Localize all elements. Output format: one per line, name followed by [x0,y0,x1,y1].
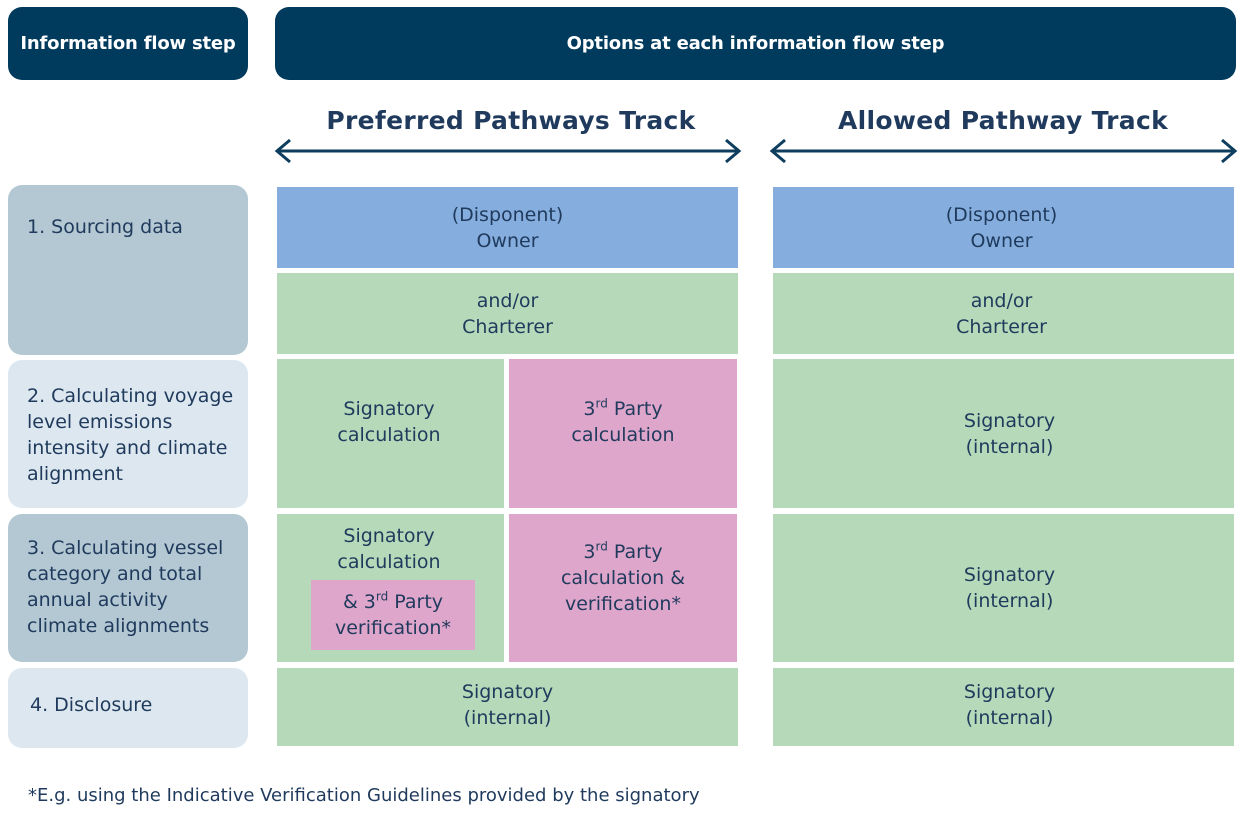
step-label: 2. Calculating voyage level emissions in… [27,385,234,485]
cell-line: Signatory [461,680,554,703]
step-2-calculating-voyage: 2. Calculating voyage level emissions in… [8,360,248,508]
cell-line: and/or [970,289,1033,312]
allowed-step4-cell: Signatory (internal) [773,668,1234,746]
preferred-step3-verification-box: & 3rd Party verification* [311,580,475,650]
cell-line: and/or [476,289,539,312]
cell-line: (Disponent) [451,203,564,226]
cell-line: calculation [337,423,441,446]
step-label: 4. Disclosure [30,694,153,716]
cell-line: Signatory [963,564,1056,586]
preferred-owner-cell: (Disponent) Owner [277,187,738,268]
step-3-calculating-vessel: 3. Calculating vessel category and total… [8,514,248,662]
track-title-allowed: Allowed Pathway Track [837,106,1169,135]
cell-line: calculation [337,551,441,573]
cell-line: (internal) [463,706,552,729]
preferred-step2-signatory-cell: Signatory calculation [277,359,504,508]
cell-line: Charterer [956,315,1047,338]
cell-line: calculation [571,423,675,446]
preferred-step4-cell: Signatory (internal) [277,668,738,746]
cell-line: calculation & [560,567,686,589]
preferred-charterer-cell: and/or Charterer [277,273,738,354]
allowed-step3-cell: Signatory (internal) [773,514,1234,662]
step-label: 1. Sourcing data [27,216,183,238]
double-arrow-icon [769,138,1238,164]
cell-line: Owner [970,229,1033,252]
header-information-flow-step: Information flow step [8,7,248,80]
step-label: 3. Calculating vessel category and total… [27,537,224,637]
footnote: *E.g. using the Indicative Verification … [28,785,700,806]
allowed-step2-cell: Signatory (internal) [773,359,1234,508]
step-1-sourcing-data: 1. Sourcing data [8,185,248,355]
step-4-disclosure: 4. Disclosure [8,668,248,748]
preferred-step3-third-party-cell: 3rd Party calculation & verification* [509,514,737,662]
allowed-charterer-cell: and/or Charterer [773,273,1234,354]
cell-line: Signatory [963,680,1056,703]
cell-line: Signatory [343,397,435,420]
double-arrow-icon [274,138,742,164]
cell-line: 3rd Party [583,539,663,563]
header-options: Options at each information flow step [275,7,1236,80]
cell-line: Signatory [963,409,1056,432]
track-title-preferred: Preferred Pathways Track [326,106,696,135]
cell-line: (internal) [965,706,1054,729]
cell-line: (internal) [965,590,1054,612]
cell-line: Signatory [343,525,435,547]
cell-line: (internal) [965,435,1054,458]
cell-line: Owner [476,229,539,252]
allowed-owner-cell: (Disponent) Owner [773,187,1234,268]
cell-line: verification* [335,617,451,639]
cell-line: verification* [565,593,681,615]
preferred-step2-third-party-cell: 3rd Party calculation [509,359,737,508]
cell-line: (Disponent) [945,203,1058,226]
cell-line: Charterer [462,315,553,338]
cell-line: 3rd Party [583,396,663,420]
cell-line: & 3rd Party [342,589,444,613]
